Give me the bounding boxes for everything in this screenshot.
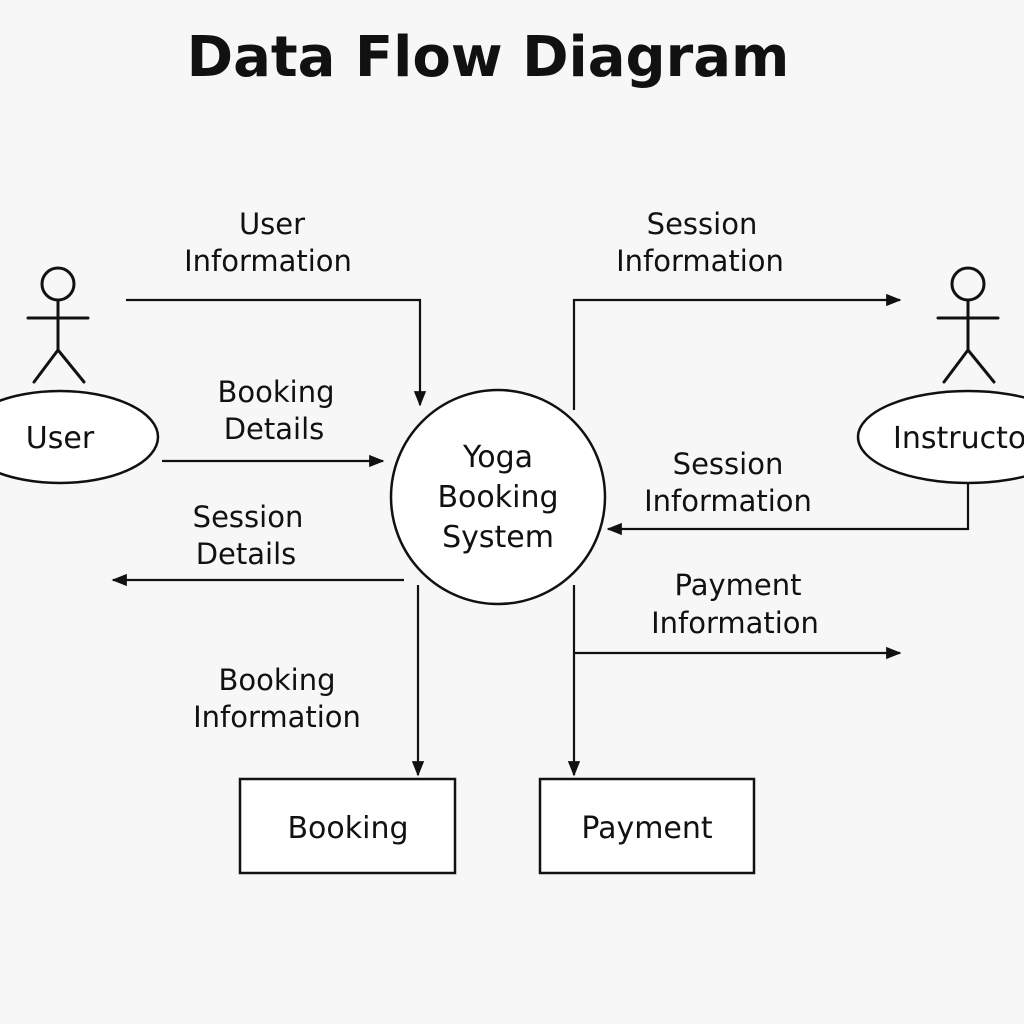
process-label-line-1: Yoga: [462, 440, 533, 475]
payment-store-label: Payment: [581, 811, 713, 846]
flow-session-details-label-1: Session: [193, 500, 304, 534]
flow-session-information-in-arrow: [606, 483, 970, 536]
flow-payment-information-label-2: Information: [651, 606, 819, 640]
flow-user-information-label-1: User: [239, 207, 305, 241]
flow-session-information-out-arrow: [572, 293, 902, 410]
instructor-actor-figure: [936, 266, 1000, 384]
flow-session-details-label-2: Details: [196, 537, 297, 571]
flow-session-information-in-label-1: Session: [673, 447, 784, 481]
process-label-line-3: System: [442, 520, 554, 555]
flow-payment-information-label-1: Payment: [675, 568, 802, 602]
process-label-line-2: Booking: [437, 480, 558, 515]
flow-session-information-out-label-2: Information: [616, 244, 784, 278]
user-actor-figure: [26, 266, 90, 384]
flow-booking-details-label-2: Details: [224, 412, 325, 446]
flow-booking-information-label-2: Information: [193, 700, 361, 734]
flow-booking-details-label-1: Booking: [217, 375, 334, 409]
instructor-entity-label: Instructo: [893, 421, 1024, 456]
diagram-title: Data Flow Diagram: [187, 25, 790, 90]
flow-session-information-in-label-2: Information: [644, 484, 812, 518]
user-entity-label: User: [26, 421, 95, 456]
yoga-booking-system-process: [389, 388, 607, 606]
flow-booking-information-label-1: Booking: [218, 663, 335, 697]
user-entity: [0, 389, 160, 485]
booking-data-store: [238, 777, 457, 875]
booking-store-label: Booking: [287, 811, 408, 846]
flow-user-information-label-2: Information: [184, 244, 352, 278]
flow-user-information-arrow: [126, 298, 427, 407]
payment-data-store: [538, 777, 756, 875]
flow-session-information-out-label-1: Session: [647, 207, 758, 241]
